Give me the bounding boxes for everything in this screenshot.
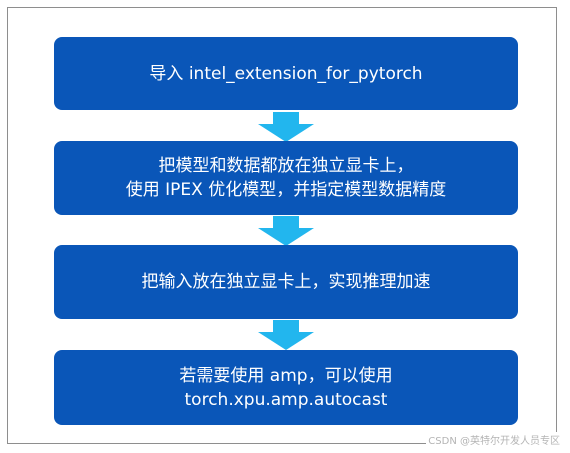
step-2-text-line-2: 使用 IPEX 优化模型，并指定模型数据精度 <box>125 180 447 200</box>
step-3-text: 把输入放在独立显卡上，实现推理加速 <box>141 272 431 292</box>
step-2-box: 把模型和数据都放在独立显卡上， 使用 IPEX 优化模型，并指定模型数据精度 <box>54 141 518 215</box>
step-3-box: 把输入放在独立显卡上，实现推理加速 <box>54 245 518 319</box>
step-4-text-line-2: torch.xpu.amp.autocast <box>184 389 388 410</box>
step-1-box: 导入 intel_extension_for_pytorch <box>54 37 518 110</box>
step-2-text-line-1: 把模型和数据都放在独立显卡上， <box>158 156 414 176</box>
down-arrow-icon <box>258 320 314 350</box>
watermark-text: CSDN @英特尔开发人员专区 <box>426 432 562 447</box>
step-4-box: 若需要使用 amp，可以使用 torch.xpu.amp.autocast <box>54 350 518 425</box>
step-4-text-line-1: 若需要使用 amp，可以使用 <box>179 365 393 386</box>
down-arrow-icon <box>258 216 314 246</box>
down-arrow-icon <box>258 112 314 142</box>
step-1-text: 导入 intel_extension_for_pytorch <box>149 63 423 84</box>
